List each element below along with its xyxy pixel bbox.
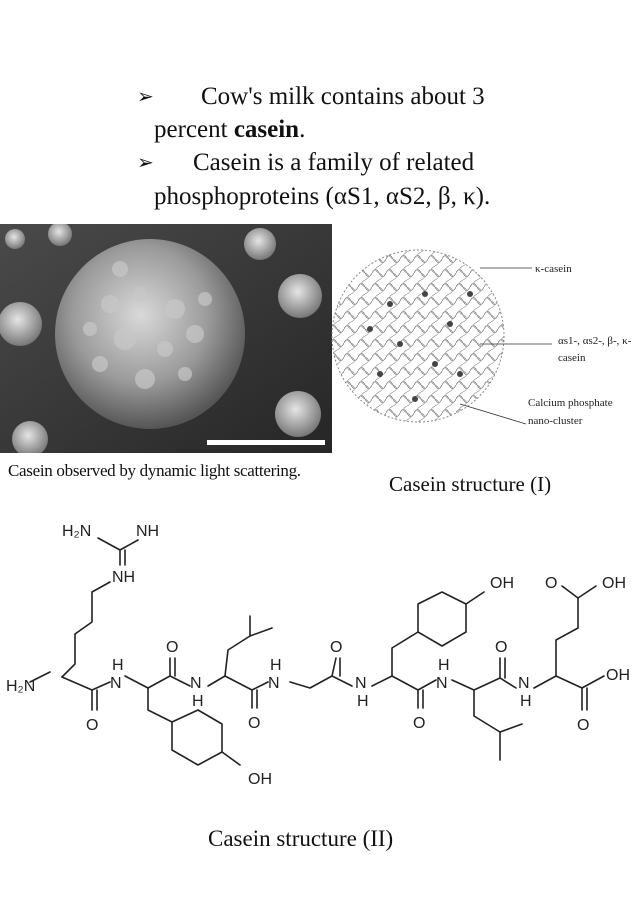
chem-h-2: H [192, 693, 204, 710]
scale-bar [207, 440, 325, 445]
chem-h-5: H [438, 657, 450, 674]
chem-n-5: N [436, 675, 448, 692]
chem-oh-glu-side: OH [602, 575, 626, 592]
label-calcium-2: nano-cluster [528, 415, 583, 427]
chem-svg: H₂N NH NH H₂N OH OH OH OH O O O O O O O … [6, 523, 630, 788]
casein-micrograph-image [0, 224, 332, 453]
chem-h-1: H [112, 657, 124, 674]
chem-n-3: N [268, 675, 280, 692]
chem-h2n-top: H₂N [62, 523, 91, 540]
micrograph-svg [0, 224, 332, 453]
chem-n-1: N [110, 675, 122, 692]
bullet-arrow-icon: ➢ [137, 152, 154, 174]
micrograph-caption: Casein observed by dynamic light scatter… [8, 461, 301, 480]
bullet-1-period: . [299, 116, 306, 143]
chem-o-6: O [413, 715, 425, 732]
bullet-2-line-2: phosphoproteins (αS1, αS2, β, κ). [154, 183, 491, 210]
bullet-arrow-icon: ➢ [137, 86, 154, 108]
chem-h-4: H [357, 693, 369, 710]
structure2-caption: Casein structure (II) [208, 826, 394, 851]
bullet-1-bold: casein [233, 116, 300, 143]
chem-o-2: O [330, 639, 342, 656]
casein-micelle-schematic: κ-casein αs1-, αs2-, β-, κ- casein Calci… [330, 224, 638, 464]
casein-chemical-structure: H₂N NH NH H₂N OH OH OH OH O O O O O O O … [0, 510, 638, 810]
chem-n-6: N [518, 675, 530, 692]
micelle-svg: κ-casein αs1-, αs2-, β-, κ- casein Calci… [331, 249, 632, 427]
chem-oh-tyr1: OH [248, 771, 272, 788]
bullet-1-line-2: percent casein. [154, 115, 305, 145]
chem-o-4: O [86, 717, 98, 734]
chem-o-7: O [577, 717, 589, 734]
chem-nh-top: NH [136, 523, 159, 540]
chem-h2n-left: H₂N [6, 678, 35, 695]
chem-h-3: H [270, 657, 282, 674]
chem-o-3: O [495, 639, 507, 656]
chem-oh-tyr2: OH [490, 575, 514, 592]
label-calcium-1: Calcium phosphate [528, 397, 613, 409]
bullet-1-text: percent [154, 116, 234, 143]
bullet-2-line-1: Casein is a family of related [193, 149, 475, 176]
chem-o-5: O [248, 715, 260, 732]
label-mixed-casein-2: casein [558, 352, 586, 364]
chem-n-4: N [355, 675, 367, 692]
chem-nh-guan: NH [112, 569, 135, 586]
label-mixed-casein-1: αs1-, αs2-, β-, κ- [558, 335, 632, 347]
bullet-1-line-1: Cow's milk contains about 3 [201, 83, 485, 110]
chem-o-glu: O [545, 575, 557, 592]
structure1-caption: Casein structure (I) [389, 472, 552, 496]
chem-n-2: N [190, 675, 202, 692]
chem-o-1: O [166, 639, 178, 656]
label-kappa-casein: κ-casein [535, 263, 572, 275]
chem-h-6: H [520, 693, 532, 710]
chem-oh-c-term: OH [606, 667, 630, 684]
